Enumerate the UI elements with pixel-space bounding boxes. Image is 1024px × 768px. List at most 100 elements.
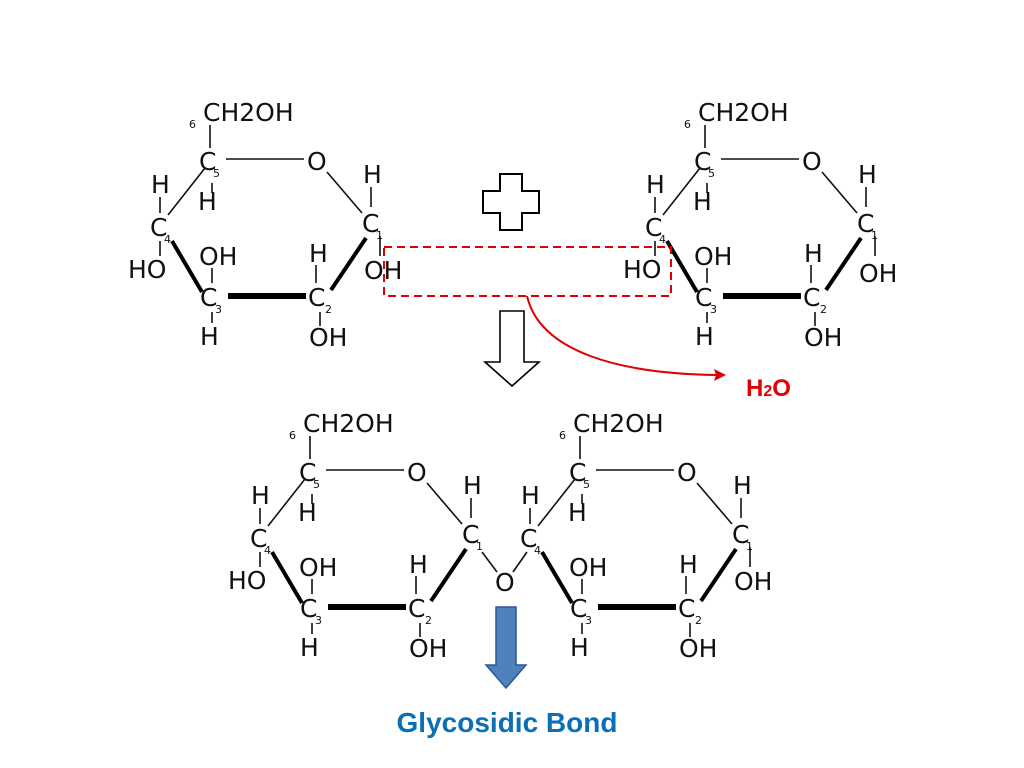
maltose-right-ring: CH2OH 6 C 5 O H C 1 OH H H C 4 OH C 3 H … bbox=[520, 409, 772, 663]
c3-hydroxyl: OH bbox=[569, 553, 607, 582]
c5-hydrogen: H bbox=[298, 498, 317, 527]
c4-hydroxyl: HO bbox=[128, 255, 166, 284]
carbon-c3: C bbox=[570, 594, 587, 623]
carbon-c5: C bbox=[199, 147, 216, 176]
c2-label: 2 bbox=[820, 303, 827, 316]
carbon-c1: C bbox=[362, 209, 379, 238]
c3-hydroxyl: OH bbox=[299, 553, 337, 582]
glycosidic-oxygen: O bbox=[495, 568, 515, 597]
ch2oh-group: CH2OH bbox=[573, 409, 664, 438]
c1-label: 1 bbox=[746, 540, 753, 553]
c1-label: 1 bbox=[376, 229, 383, 242]
carbon-c1: C bbox=[462, 520, 479, 549]
c4-hydrogen: H bbox=[251, 481, 270, 510]
c2-hydroxyl: OH bbox=[804, 323, 842, 352]
c3-hydrogen: H bbox=[300, 633, 319, 662]
c4-hydrogen: H bbox=[151, 170, 170, 199]
carbon-c4: C bbox=[645, 213, 662, 242]
c2-hydroxyl: OH bbox=[309, 323, 347, 352]
carbon-c1: C bbox=[732, 520, 749, 549]
down-arrow-icon bbox=[482, 310, 542, 388]
c2-label: 2 bbox=[425, 614, 432, 627]
carbon-c1: C bbox=[857, 209, 874, 238]
bridge-bond-right bbox=[512, 551, 528, 573]
c6-label: 6 bbox=[189, 118, 196, 131]
carbon-c3: C bbox=[300, 594, 317, 623]
carbon-c2: C bbox=[678, 594, 695, 623]
maltose-left-ring: CH2OH 6 C 5 O H C 1 H H C 4 HO OH C 3 H … bbox=[228, 409, 483, 663]
c3-label: 3 bbox=[585, 614, 592, 627]
carbon-c3: C bbox=[695, 283, 712, 312]
water-arrow-head-icon bbox=[714, 369, 726, 381]
c2-hydrogen: H bbox=[409, 550, 428, 579]
carbon-c4: C bbox=[250, 524, 267, 553]
ch2oh-group: CH2OH bbox=[698, 98, 789, 127]
c6-label: 6 bbox=[559, 429, 566, 442]
c4-hydroxyl: HO bbox=[623, 255, 661, 284]
c4-label: 4 bbox=[534, 544, 541, 557]
glycosidic-bond-caption: Glycosidic Bond bbox=[397, 707, 618, 738]
blue-down-arrow-icon bbox=[484, 606, 528, 690]
c1-hydrogen: H bbox=[858, 160, 877, 189]
condensation-highlight-box bbox=[383, 246, 672, 297]
ring-oxygen: O bbox=[677, 458, 697, 487]
water-label: H2O bbox=[746, 375, 791, 402]
carbon-c5: C bbox=[569, 458, 586, 487]
c2-label: 2 bbox=[695, 614, 702, 627]
carbon-c2: C bbox=[803, 283, 820, 312]
c1-hydroxyl: OH bbox=[859, 259, 897, 288]
c1-hydrogen: H bbox=[363, 160, 382, 189]
c5-label: 5 bbox=[213, 167, 220, 180]
c4-hydroxyl: HO bbox=[228, 566, 266, 595]
c5-hydrogen: H bbox=[198, 187, 217, 216]
glucose-reactant-left: CH2OH 6 C 5 O H C 1 OH H H C 4 HO OH C 3… bbox=[128, 98, 402, 352]
c1-label: 1 bbox=[476, 540, 483, 553]
c2-hydrogen: H bbox=[309, 239, 328, 268]
c2-hydroxyl: OH bbox=[679, 634, 717, 663]
ch2oh-group: CH2OH bbox=[303, 409, 394, 438]
c5-hydrogen: H bbox=[568, 498, 587, 527]
carbon-c5: C bbox=[694, 147, 711, 176]
c1-hydrogen: H bbox=[733, 471, 752, 500]
c3-label: 3 bbox=[215, 303, 222, 316]
bridge-bond-left bbox=[481, 551, 498, 573]
c5-label: 5 bbox=[313, 478, 320, 491]
water-subscript: 2 bbox=[763, 383, 772, 400]
water-o: O bbox=[772, 375, 791, 402]
c4-label: 4 bbox=[264, 544, 271, 557]
glucose-reactant-right: CH2OH 6 C 5 O H C 1 OH H H C 4 HO OH C 3… bbox=[623, 98, 897, 352]
c6-label: 6 bbox=[289, 429, 296, 442]
c3-hydroxyl: OH bbox=[694, 242, 732, 271]
c5-hydrogen: H bbox=[693, 187, 712, 216]
c5-label: 5 bbox=[583, 478, 590, 491]
c4-hydrogen: H bbox=[521, 481, 540, 510]
ch2oh-group: CH2OH bbox=[203, 98, 294, 127]
c4-hydrogen: H bbox=[646, 170, 665, 199]
ring-oxygen: O bbox=[307, 147, 327, 176]
c3-hydrogen: H bbox=[200, 322, 219, 351]
carbon-c4: C bbox=[150, 213, 167, 242]
c1-label: 1 bbox=[871, 229, 878, 242]
plus-sign-icon bbox=[482, 173, 540, 231]
c2-hydroxyl: OH bbox=[409, 634, 447, 663]
c2-label: 2 bbox=[325, 303, 332, 316]
water-h: H bbox=[746, 375, 763, 402]
c3-hydrogen: H bbox=[570, 633, 589, 662]
carbon-c5: C bbox=[299, 458, 316, 487]
c1-hydroxyl: OH bbox=[734, 567, 772, 596]
ring-oxygen: O bbox=[407, 458, 427, 487]
carbon-c3: C bbox=[200, 283, 217, 312]
c3-hydroxyl: OH bbox=[199, 242, 237, 271]
c5-label: 5 bbox=[708, 167, 715, 180]
c6-label: 6 bbox=[684, 118, 691, 131]
c3-label: 3 bbox=[710, 303, 717, 316]
c2-hydrogen: H bbox=[804, 239, 823, 268]
c4-label: 4 bbox=[164, 233, 171, 246]
c3-label: 3 bbox=[315, 614, 322, 627]
carbon-c2: C bbox=[408, 594, 425, 623]
carbon-c2: C bbox=[308, 283, 325, 312]
ring-oxygen: O bbox=[802, 147, 822, 176]
water-release-arrow bbox=[526, 295, 719, 376]
c4-label: 4 bbox=[659, 233, 666, 246]
